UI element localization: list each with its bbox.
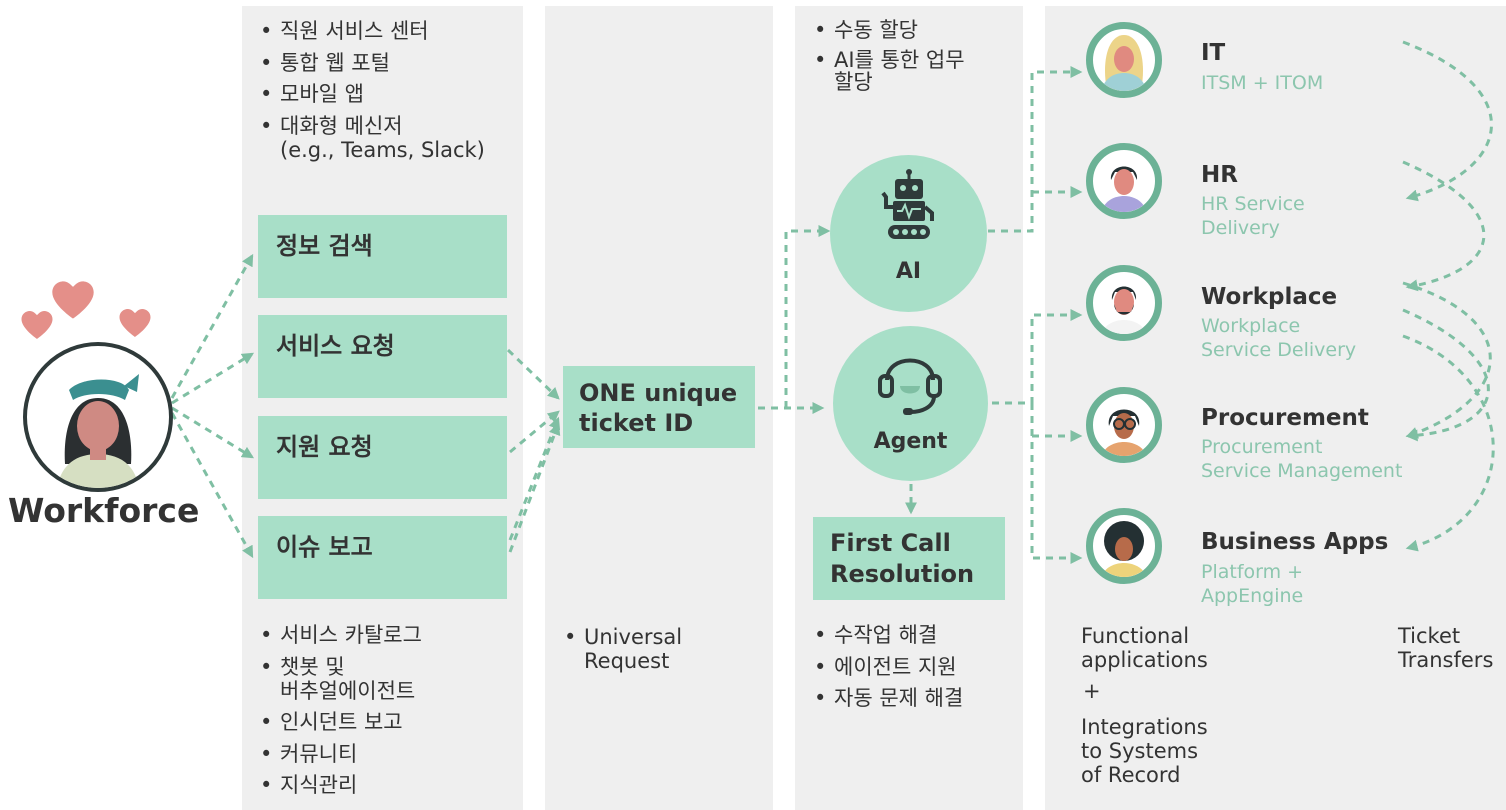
integrations-label: Integrations to Systems of Record — [1081, 715, 1208, 787]
robot-icon — [881, 169, 934, 239]
self-service-list: 서비스 카탈로그 챗봇 및 버추얼에이전트 인시던트 보고 커뮤니티 지식관리 — [258, 623, 518, 805]
request-support[interactable]: 지원 요청 — [258, 416, 507, 499]
agent-node[interactable]: Agent — [833, 326, 988, 481]
ticket-note: Universal Request — [562, 625, 762, 681]
ticket-transfers-label: Ticket Transfers — [1398, 624, 1494, 672]
headset-icon — [878, 358, 942, 415]
fcr-label: First Call Resolution — [830, 529, 975, 588]
plus-sign: + — [1083, 679, 1101, 703]
resolution-list: 수작업 해결 에이전트 지원 자동 문제 해결 — [812, 623, 1017, 718]
procurement-avatar — [1086, 387, 1162, 463]
workforce-label: Workforce — [8, 491, 200, 530]
list-item: 지식관리 — [258, 773, 518, 797]
heart-icon — [21, 311, 53, 339]
assignment-list: 수동 할당 AI를 통한 업무 할당 — [812, 19, 1017, 100]
request-issue-report[interactable]: 이슈 보고 — [258, 516, 507, 599]
workforce-avatar — [23, 342, 173, 492]
dept-subtitle: Workplace Service Delivery — [1201, 315, 1357, 361]
channels-list: 직원 서비스 센터 통합 웹 포털 모바일 앱 대화형 메신저 (e.g., T… — [258, 19, 518, 169]
heart-icon — [52, 281, 94, 319]
dept-title: Procurement — [1201, 405, 1369, 431]
functional-applications-label: Functional applications — [1081, 624, 1208, 672]
dept-subtitle: Platform + AppEngine — [1201, 561, 1304, 607]
dept-title: Workplace — [1201, 284, 1338, 310]
dept-subtitle: ITSM + ITOM — [1201, 72, 1324, 94]
hr-avatar — [1086, 143, 1162, 219]
ticket-box[interactable]: ONE unique ticket ID — [563, 366, 755, 448]
request-label: 이슈 보고 — [276, 533, 373, 561]
request-label: 지원 요청 — [276, 433, 373, 461]
dept-title: Business Apps — [1201, 529, 1389, 555]
workplace-avatar — [1086, 265, 1162, 341]
list-item: 수작업 해결 — [812, 623, 1017, 647]
request-label: 서비스 요청 — [276, 332, 395, 360]
first-call-resolution-box[interactable]: First Call Resolution — [813, 517, 1005, 600]
list-item: 수동 할당 — [812, 19, 1017, 41]
it-avatar — [1086, 22, 1162, 98]
list-item: 모바일 앱 — [258, 82, 518, 106]
list-item: 에이전트 지원 — [812, 655, 1017, 679]
ticket-label: ONE unique ticket ID — [579, 379, 738, 437]
dept-title: HR — [1201, 162, 1238, 188]
list-item: 대화형 메신저 (e.g., Teams, Slack) — [258, 114, 518, 162]
dept-title: IT — [1201, 40, 1226, 66]
list-item: 직원 서비스 센터 — [258, 19, 518, 43]
agent-label: Agent — [873, 429, 948, 454]
list-item: 자동 문제 해결 — [812, 686, 1017, 710]
list-item: 커뮤니티 — [258, 742, 518, 766]
request-label: 정보 검색 — [276, 232, 373, 260]
heart-icon — [119, 309, 151, 337]
dept-subtitle: HR Service Delivery — [1201, 193, 1305, 239]
list-item: 서비스 카탈로그 — [258, 623, 518, 647]
list-item: 챗봇 및 버추얼에이전트 — [258, 655, 518, 703]
request-service[interactable]: 서비스 요청 — [258, 315, 507, 398]
list-item: AI를 통한 업무 할당 — [812, 49, 1017, 93]
list-item: Universal Request — [562, 625, 762, 673]
list-item: 인시던트 보고 — [258, 710, 518, 734]
business-apps-avatar — [1086, 508, 1162, 584]
list-item: 통합 웹 포털 — [258, 51, 518, 75]
ai-label: AI — [895, 259, 922, 284]
dept-subtitle: Procurement Service Management — [1201, 436, 1403, 482]
ai-node[interactable]: AI — [830, 155, 987, 312]
request-info-search[interactable]: 정보 검색 — [258, 215, 507, 298]
